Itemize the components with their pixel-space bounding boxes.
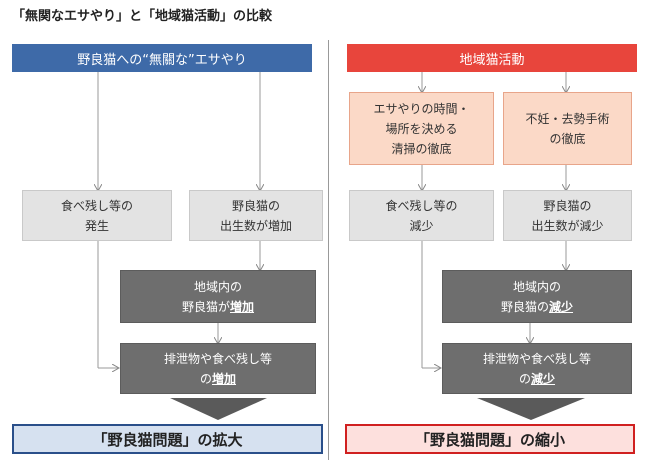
center-divider [328,40,329,460]
left-birth-box: 野良猫の 出生数が増加 [189,190,323,241]
right-food-waste-line1: 食べ残し等の [385,198,458,213]
right-area-line2: 野良猫の減少 [501,297,573,317]
left-area-line2-em: 増加 [230,299,255,314]
right-waste-line1: 排泄物や食べ残し等 [482,351,591,366]
left-area-line1: 地域内の [193,279,242,294]
left-waste-line2-em: 増加 [212,371,237,386]
right-area-cats-box: 地域内の 野良猫の減少 [442,270,632,323]
right-food-waste-line2: 減少 [409,218,434,233]
right-result-box: 「野良猫問題」の縮小 [345,424,635,454]
right-header: 地域猫活動 [347,44,637,72]
left-food-waste-box: 食べ残し等の 発生 [22,190,172,241]
right-food-waste-box: 食べ残し等の 減少 [349,190,494,241]
left-birth-line2: 出生数が増加 [219,218,292,233]
left-header: 野良猫への“無關な”エサやり [12,44,312,72]
right-birth-box: 野良猫の 出生数が減少 [503,190,632,241]
left-waste-box: 排泄物や食べ残し等 の増加 [120,343,316,394]
left-birth-line1: 野良猫の [231,198,280,213]
big-down-arrow-right [477,398,585,420]
left-area-cats-box: 地域内の 野良猫が増加 [120,270,316,323]
right-area-line2-pre: 野良猫の [500,299,549,314]
right-waste-line2: の減少 [519,369,555,389]
right-sterilization-box: 不妊・去勢手術 の徹底 [503,92,632,165]
right-birth-line2: 出生数が減少 [531,218,604,233]
right-sterilization-line2: の徹底 [549,131,586,146]
right-birth-line1: 野良猫の [543,198,592,213]
right-waste-line2-pre: の [518,371,531,386]
right-sterilization-line1: 不妊・去勢手術 [525,111,610,126]
right-feeding-line2: 場所を決める [385,121,458,136]
right-feeding-rules-box: エサやりの時間・ 場所を決める 清掃の徹底 [349,92,494,165]
right-feeding-line3: 清掃の徹底 [391,141,452,156]
left-area-line2: 野良猫が増加 [182,297,254,317]
right-area-line1: 地域内の [512,279,561,294]
left-waste-line2: の増加 [200,369,236,389]
page-title: 「無関なエサやり」と「地域猫活動」の比較 [12,9,273,24]
left-area-line2-pre: 野良猫が [181,299,230,314]
right-area-line2-em: 減少 [549,299,574,314]
big-down-arrow-left [170,398,267,420]
left-waste-line2-pre: の [199,371,212,386]
left-food-waste-line1: 食べ残し等の [60,198,133,213]
right-feeding-line1: エサやりの時間・ [373,101,470,116]
left-food-waste-line2: 発生 [84,218,109,233]
left-waste-line1: 排泄物や食べ残し等 [163,351,272,366]
right-waste-box: 排泄物や食べ残し等 の減少 [442,343,632,394]
left-result-box: 「野良猫問題」の拡大 [12,424,323,454]
right-waste-line2-em: 減少 [531,371,556,386]
